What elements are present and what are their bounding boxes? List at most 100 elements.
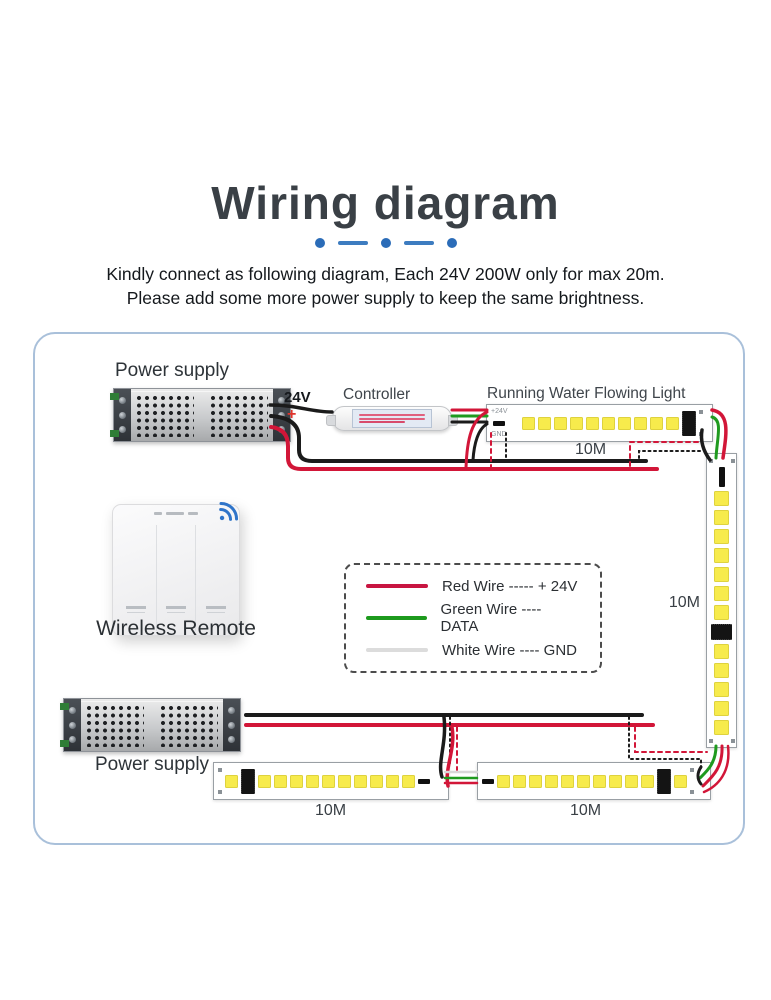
led-chip xyxy=(258,774,271,788)
led-chip xyxy=(225,774,238,788)
led-chip xyxy=(714,586,729,601)
strip-vertical-length: 10M xyxy=(668,594,700,611)
psu-body xyxy=(131,389,273,441)
contact-dots xyxy=(708,459,735,463)
ic-chip xyxy=(241,768,255,794)
psu-vent-grid xyxy=(86,705,144,747)
power-supply-bottom xyxy=(60,698,241,752)
legend-label: Green Wire ---- DATA xyxy=(440,601,542,635)
power-supply-top xyxy=(110,388,291,442)
pcb-tab xyxy=(60,703,69,710)
led-chip xyxy=(290,774,303,788)
legend-row-white: White Wire ---- GND xyxy=(366,642,580,659)
controller-label: Controller xyxy=(343,386,411,403)
contact-dots xyxy=(218,768,222,794)
led-chip xyxy=(714,644,729,659)
wifi-icon xyxy=(219,501,239,521)
legend-label: White Wire ---- GND xyxy=(442,641,577,659)
led-chip xyxy=(529,774,542,788)
psu-vent-grid xyxy=(210,395,268,437)
page-title: Wiring diagram xyxy=(211,177,560,229)
led-chip xyxy=(650,416,663,430)
led-chip xyxy=(634,416,647,430)
remote-button xyxy=(117,525,157,631)
marking-24v: +24V xyxy=(491,408,508,415)
led-chip xyxy=(586,416,599,430)
led-chip xyxy=(538,416,551,430)
ic-chip xyxy=(682,410,696,436)
wireless-remote-label: Wireless Remote xyxy=(96,617,256,640)
pcb-tab xyxy=(60,740,69,747)
led-chip xyxy=(714,491,729,506)
marking-gnd: GND xyxy=(491,431,507,438)
solder-pad xyxy=(718,467,725,487)
remote-button-label xyxy=(205,606,226,609)
subtitle-line-2: Please add some more power supply to kee… xyxy=(126,287,645,308)
strip-bottom-left-length: 10M xyxy=(315,802,347,819)
divider-dash xyxy=(337,241,368,245)
title-divider xyxy=(0,238,771,248)
green-wire-swatch xyxy=(366,616,427,620)
wireless-remote xyxy=(112,504,240,636)
remote-button-label xyxy=(166,606,186,609)
led-chip xyxy=(714,548,729,563)
psu-voltage-label: 24V xyxy=(284,389,311,406)
subtitle-line-1: Kindly connect as following diagram, Eac… xyxy=(106,264,665,284)
divider-dash xyxy=(403,241,434,245)
led-chip xyxy=(641,774,654,788)
led-chip xyxy=(714,567,729,582)
led-chip xyxy=(497,774,510,788)
power-supply-top-label: Power supply xyxy=(115,360,230,381)
psu-vent-grid xyxy=(160,705,218,747)
divider-dot xyxy=(314,238,325,248)
divider-dot xyxy=(380,238,391,248)
remote-buttons xyxy=(117,525,235,631)
led-chip xyxy=(714,720,729,735)
led-chip xyxy=(338,774,351,788)
wire-legend: Red Wire ----- + 24V Green Wire ---- DAT… xyxy=(344,563,602,673)
led-chip xyxy=(554,416,567,430)
legend-label: Red Wire ----- + 24V xyxy=(442,577,578,595)
remote-button xyxy=(157,525,197,631)
led-chip xyxy=(561,774,574,788)
psu-terminal-block xyxy=(64,699,81,751)
strip-top-length: 10M xyxy=(575,441,607,458)
strip-top-title: Running Water Flowing Light xyxy=(487,385,686,402)
led-sequence xyxy=(707,454,736,748)
led-chip xyxy=(714,701,729,716)
strip-bottom-right-length: 10M xyxy=(570,802,602,819)
led-chip xyxy=(714,529,729,544)
led-chip xyxy=(513,774,526,788)
led-strip-bottom-left xyxy=(213,762,449,800)
sticker-text-line xyxy=(359,421,406,424)
led-chip xyxy=(625,774,638,788)
led-controller xyxy=(326,406,458,431)
led-chip xyxy=(545,774,558,788)
pcb-tab xyxy=(110,430,119,437)
contact-dots xyxy=(690,768,694,794)
pcb-tab xyxy=(110,393,119,400)
legend-row-red: Red Wire ----- + 24V xyxy=(366,578,580,595)
led-chip xyxy=(402,774,415,788)
led-chip xyxy=(577,774,590,788)
led-strip-top: +24V GND xyxy=(486,404,713,442)
contact-dots xyxy=(708,739,735,743)
sticker-text-line xyxy=(359,413,425,416)
led-chip xyxy=(714,682,729,697)
legend-row-green: Green Wire ---- DATA xyxy=(366,601,580,635)
led-chip xyxy=(602,416,615,430)
led-chip xyxy=(306,774,319,788)
led-chip xyxy=(354,774,367,788)
led-strip-bottom-right xyxy=(477,762,711,800)
led-strip-vertical xyxy=(706,453,737,748)
led-chip xyxy=(618,416,631,430)
sticker-text-line xyxy=(359,417,425,420)
led-chip xyxy=(609,774,622,788)
led-chip xyxy=(714,663,729,678)
led-sequence xyxy=(214,763,448,799)
led-sequence xyxy=(478,763,710,799)
psu-vent-grid xyxy=(136,395,194,437)
led-chip xyxy=(386,774,399,788)
subtitle: Kindly connect as following diagram, Eac… xyxy=(0,263,771,310)
ic-chip xyxy=(711,624,732,640)
